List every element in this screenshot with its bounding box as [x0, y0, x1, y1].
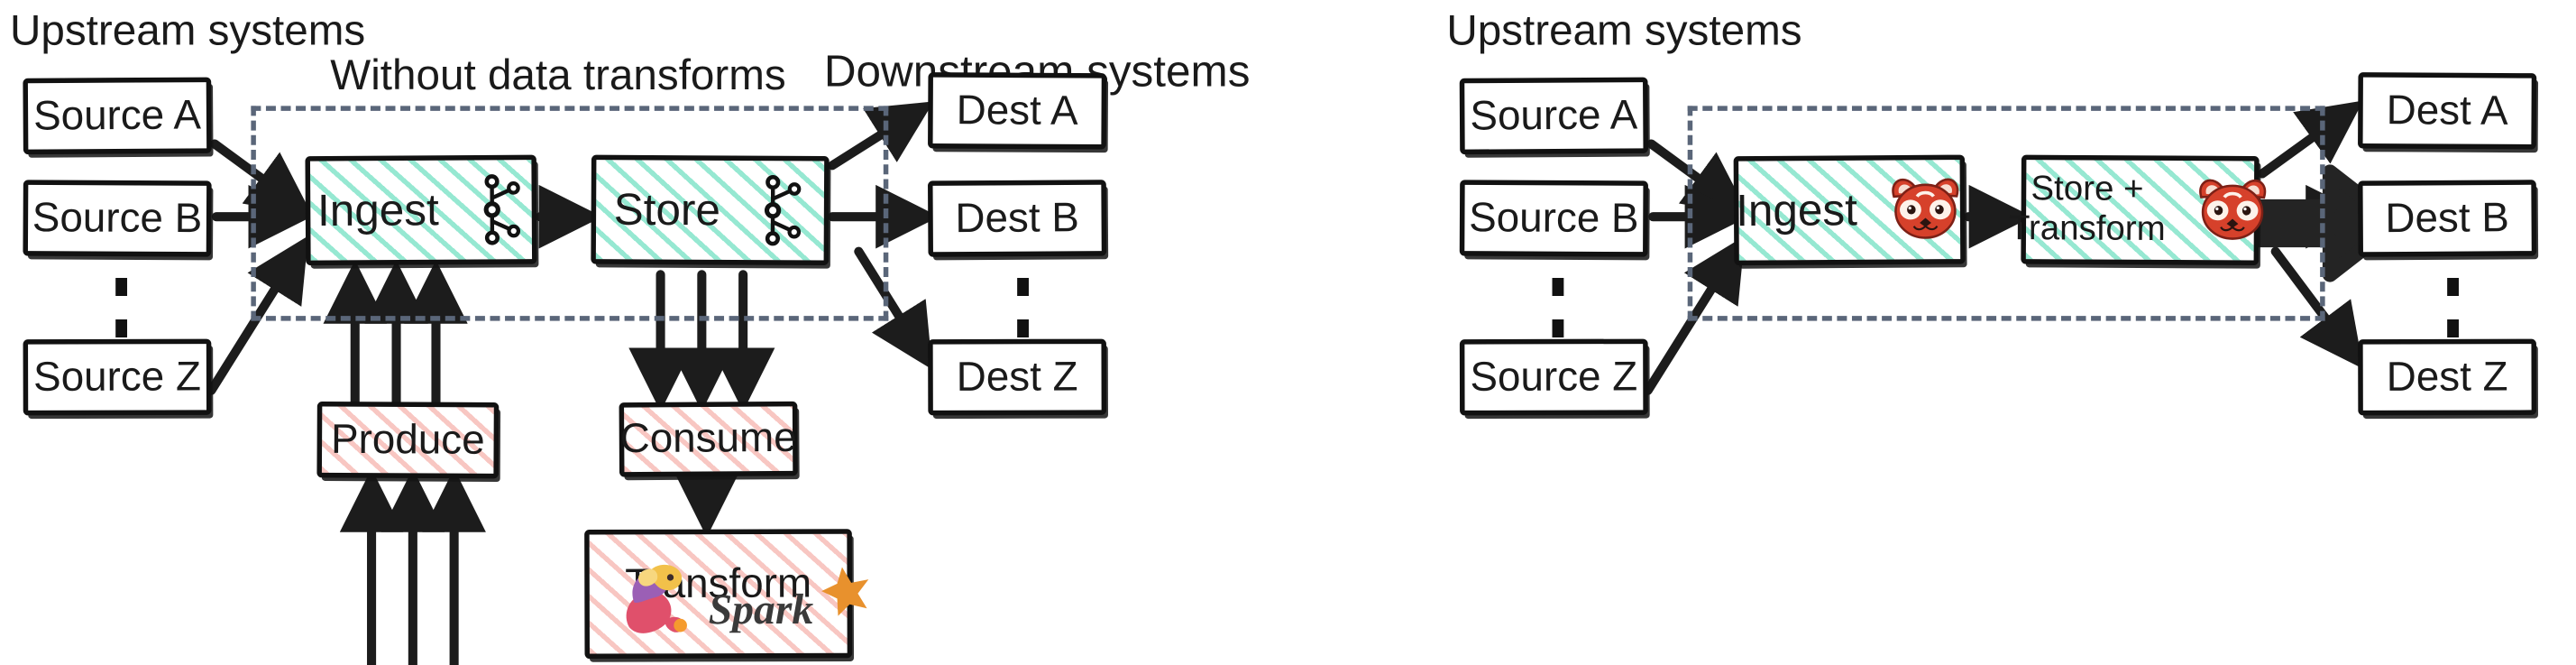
- dest-box-a-right[interactable]: Dest A: [2358, 72, 2537, 150]
- source-box-a-left[interactable]: Source A: [23, 77, 212, 155]
- dest-a-label-right: Dest A: [2386, 86, 2508, 134]
- platform-boundary-left: [251, 106, 889, 321]
- flink-squirrel-icon: [612, 561, 705, 641]
- consume-label: Consume: [619, 414, 797, 463]
- store-transform-line-2: Transform: [2008, 209, 2166, 249]
- source-box-z-right[interactable]: Source Z: [1459, 338, 1648, 416]
- kafka-icon: [750, 172, 807, 249]
- store-transform-label-right: Store + Transform: [2009, 170, 2166, 250]
- store-transform-box-right[interactable]: Store + Transform: [2009, 154, 2267, 266]
- svg-text:Spark: Spark: [709, 586, 814, 633]
- dest-box-b-right[interactable]: Dest B: [2357, 180, 2537, 257]
- source-a-label-right: Source A: [1470, 91, 1638, 139]
- ingest-box-left[interactable]: Ingest: [305, 154, 537, 266]
- ingest-label-left: Ingest: [316, 184, 439, 236]
- dest-b-label-right: Dest B: [2385, 193, 2510, 242]
- dest-a-label-left: Dest A: [956, 86, 1078, 134]
- transform-box[interactable]: Transform Spark: [584, 529, 869, 660]
- source-box-a-right[interactable]: Source A: [1459, 77, 1649, 155]
- consume-box[interactable]: Consume: [619, 401, 798, 477]
- source-box-b-left[interactable]: Source B: [23, 180, 212, 257]
- source-box-z-left[interactable]: Source Z: [23, 338, 212, 416]
- panel-title-left: Without data transforms: [330, 50, 786, 99]
- source-b-label-right: Source B: [1469, 193, 1639, 242]
- upstream-systems-label-left: Upstream systems: [9, 5, 366, 55]
- redpanda-icon: [1887, 176, 1964, 243]
- platform-boundary-right: [1687, 106, 2325, 321]
- dest-b-label-left: Dest B: [955, 193, 1080, 242]
- store-transform-line-1: Store +: [2031, 169, 2144, 208]
- source-z-label-left: Source Z: [33, 353, 201, 400]
- ingest-label-right: Ingest: [1736, 184, 1858, 236]
- dest-box-b-left[interactable]: Dest B: [927, 180, 1107, 257]
- store-label-left: Store: [613, 183, 721, 235]
- source-b-label-left: Source B: [32, 193, 203, 242]
- upstream-systems-label-right: Upstream systems: [1446, 5, 1802, 55]
- kafka-icon: [468, 171, 525, 248]
- produce-label: Produce: [330, 415, 485, 463]
- produce-box[interactable]: Produce: [316, 401, 500, 479]
- source-box-b-right[interactable]: Source B: [1459, 180, 1648, 257]
- source-a-label-left: Source A: [32, 91, 202, 139]
- redpanda-icon: [2196, 177, 2272, 244]
- spark-logo-icon: Spark: [705, 560, 887, 641]
- dest-z-label-left: Dest Z: [956, 353, 1078, 400]
- dest-box-z-left[interactable]: Dest Z: [928, 338, 1107, 416]
- transform-logo-row: Spark: [590, 560, 869, 641]
- dest-box-a-left[interactable]: Dest A: [928, 72, 1107, 150]
- ingest-box-right[interactable]: Ingest: [1733, 154, 1966, 266]
- store-box-left[interactable]: Store: [591, 154, 830, 266]
- source-z-label-right: Source Z: [1470, 353, 1638, 400]
- dest-z-label-right: Dest Z: [2386, 353, 2508, 400]
- dest-box-z-right[interactable]: Dest Z: [2358, 338, 2537, 416]
